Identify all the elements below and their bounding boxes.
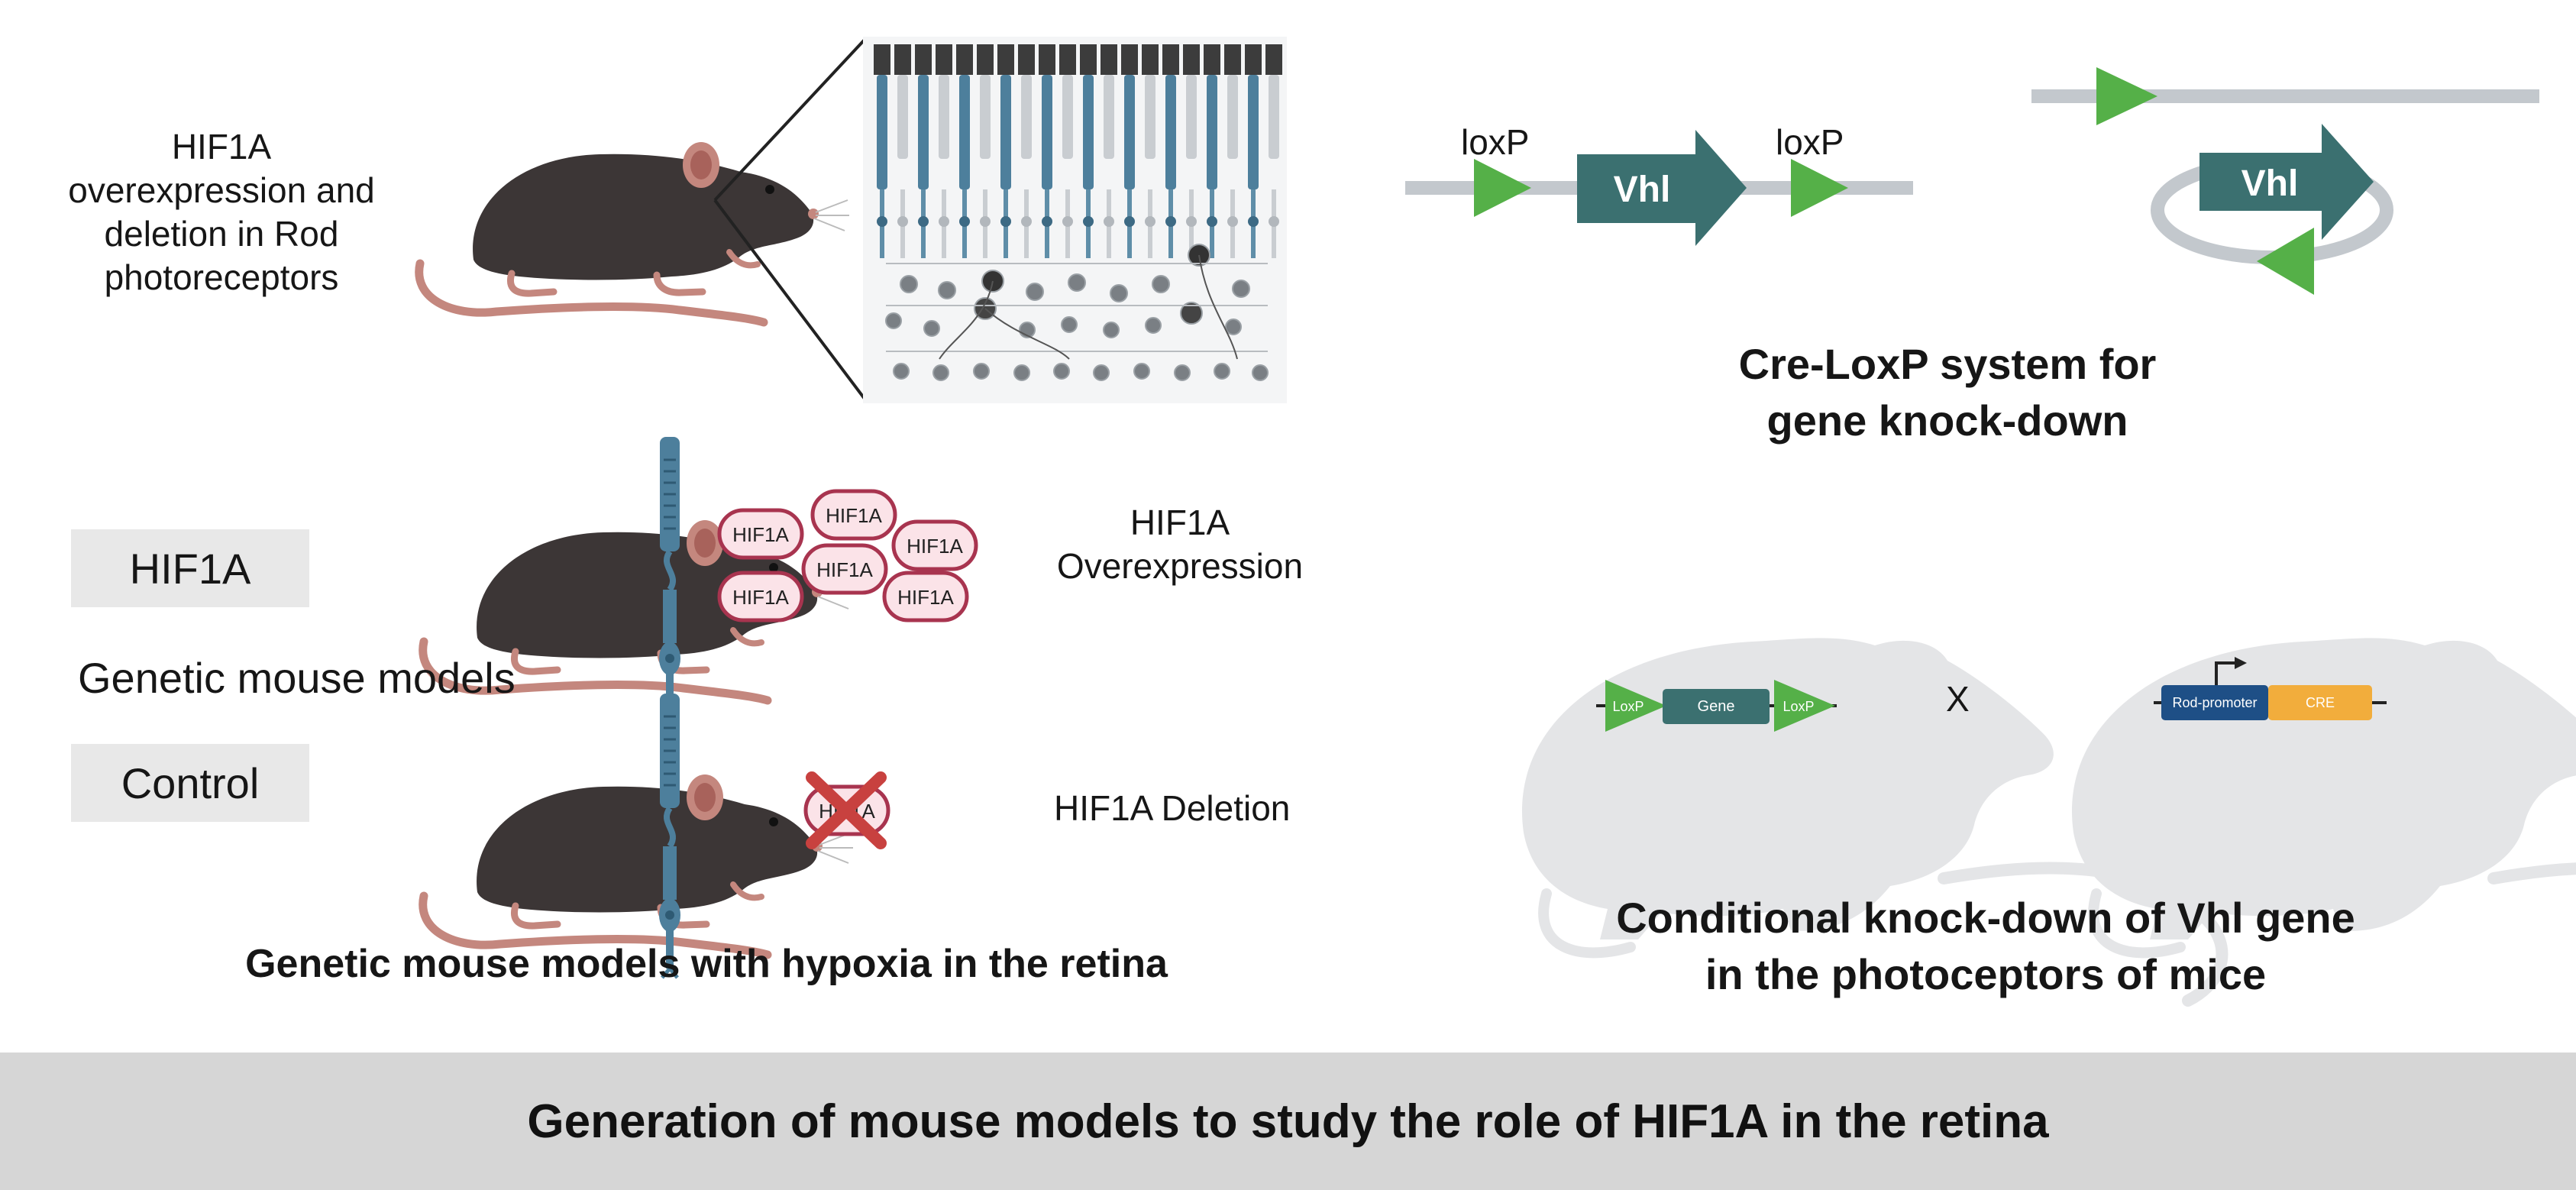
- overexpression-label: HIF1A Overexpression: [1056, 503, 1304, 586]
- cre-loxp-title: Cre-LoxP system for gene knock-down: [1738, 340, 2157, 445]
- hif1a-protein-2: HIF1A: [810, 489, 897, 541]
- genetic-mouse-models-label: Genetic mouse models: [78, 654, 516, 702]
- retina-cell: [1204, 44, 1220, 258]
- retina-neuron-layer: [885, 244, 1269, 381]
- control-badge: Control: [71, 744, 309, 822]
- svg-text:Rod-promoter: Rod-promoter: [2172, 695, 2257, 710]
- construct-rod-cre: Rod-promoter CRE: [2154, 657, 2387, 720]
- svg-text:HIF1A: HIF1A: [907, 535, 963, 558]
- retina-cell: [977, 44, 994, 258]
- hif1a-protein-4: HIF1A: [801, 543, 888, 595]
- delete-cross-icon: [806, 771, 887, 849]
- svg-text:HIF1A: HIF1A: [732, 586, 789, 609]
- vhl-circle-gene-arrow: [2199, 124, 2374, 240]
- construct-loxp-gene: LoxP Gene LoxP: [1596, 680, 1837, 732]
- header-line-1: HIF1A: [171, 127, 272, 167]
- vhl-gene-arrow: [1577, 130, 1747, 246]
- retina-cell: [1224, 44, 1241, 258]
- hif1a-protein-6: HIF1A: [882, 571, 969, 622]
- svg-text:CRE: CRE: [2306, 695, 2335, 710]
- construct-promoter-box: [2161, 685, 2268, 720]
- promoter-arrow-icon: [2215, 661, 2236, 685]
- svg-text:HIF1A: HIF1A: [826, 504, 882, 527]
- hif1a-protein-3: HIF1A: [891, 519, 978, 571]
- loxp-excised-circle: Vhl: [2031, 67, 2539, 295]
- retina-cell: [1245, 44, 1262, 258]
- retina-cell: [1039, 44, 1055, 258]
- construct-gene-box: [1663, 689, 1770, 724]
- retina-illustration: [863, 37, 1287, 403]
- retina-cell: [1080, 44, 1097, 258]
- retina-cell: [1059, 44, 1076, 258]
- retina-cell: [1018, 44, 1035, 258]
- construct-cre-box: [2268, 685, 2372, 720]
- retina-cell: [915, 44, 932, 258]
- hif1a-protein-5: HIF1A: [717, 571, 804, 622]
- loxp-left-marker: [1474, 159, 1531, 217]
- svg-text:Vhl: Vhl: [1614, 170, 1671, 210]
- svg-text:Gene: Gene: [1698, 698, 1735, 715]
- header-line-3: deletion in Rod: [104, 214, 339, 254]
- svg-text:HIF1A: HIF1A: [897, 586, 954, 609]
- retina-cell: [1162, 44, 1179, 258]
- svg-text:Vhl: Vhl: [2241, 163, 2299, 204]
- svg-text:LoxP: LoxP: [1612, 699, 1644, 714]
- svg-text:HIF1A: HIF1A: [732, 523, 789, 546]
- header-left-caption: HIF1A overexpression and deletion in Rod…: [31, 125, 412, 299]
- construct-loxp-a: [1605, 680, 1666, 732]
- retina-cell: [1101, 44, 1117, 258]
- svg-text:HIF1A: HIF1A: [816, 558, 873, 581]
- footer-banner: Generation of mouse models to study the …: [0, 1053, 2576, 1190]
- retina-cell: [894, 44, 911, 258]
- retina-cell: [1183, 44, 1200, 258]
- header-line-4: photoreceptors: [104, 257, 339, 297]
- loxp-circle-marker: [2257, 228, 2314, 295]
- left-panel-title: Genetic mouse models with hypoxia in the…: [245, 942, 1168, 986]
- retina-cell: [997, 44, 1014, 258]
- footer-title: Generation of mouse models to study the …: [527, 1095, 2049, 1148]
- loxp-right-marker: [1791, 159, 1848, 217]
- retina-cell: [956, 44, 973, 258]
- hif1a-deleted-protein: HIF1A: [803, 771, 890, 849]
- hif1a-badge: HIF1A: [71, 529, 309, 607]
- zoom-lines: [713, 38, 866, 400]
- retina-cell: [936, 44, 952, 258]
- deletion-label: HIF1A Deletion: [1054, 788, 1291, 828]
- svg-text:loxP: loxP: [1461, 122, 1529, 162]
- header-line-2: overexpression and: [68, 170, 375, 210]
- retina-cell: [1265, 44, 1282, 258]
- mouse-control-icon: [423, 774, 853, 955]
- loxp-remaining-marker: [2096, 67, 2157, 125]
- cross-symbol: X: [1946, 679, 1970, 719]
- hif1a-protein-1: HIF1A: [717, 508, 804, 560]
- svg-text:LoxP: LoxP: [1783, 699, 1814, 714]
- retina-cell: [1121, 44, 1138, 258]
- construct-loxp-b: [1774, 680, 1835, 732]
- loxp-linear-construct: loxP Vhl loxP: [1405, 122, 1913, 246]
- retina-cell: [1142, 44, 1159, 258]
- retina-photoreceptor-cells: [874, 44, 1282, 258]
- hif1a-protein-cluster: HIF1A HIF1A HIF1A HIF1A HIF1A HIF1A: [717, 489, 978, 622]
- conditional-knockdown-title: Conditional knock-down of Vhl gene in th…: [1616, 894, 2355, 998]
- retina-cell: [874, 44, 890, 258]
- svg-text:loxP: loxP: [1776, 122, 1844, 162]
